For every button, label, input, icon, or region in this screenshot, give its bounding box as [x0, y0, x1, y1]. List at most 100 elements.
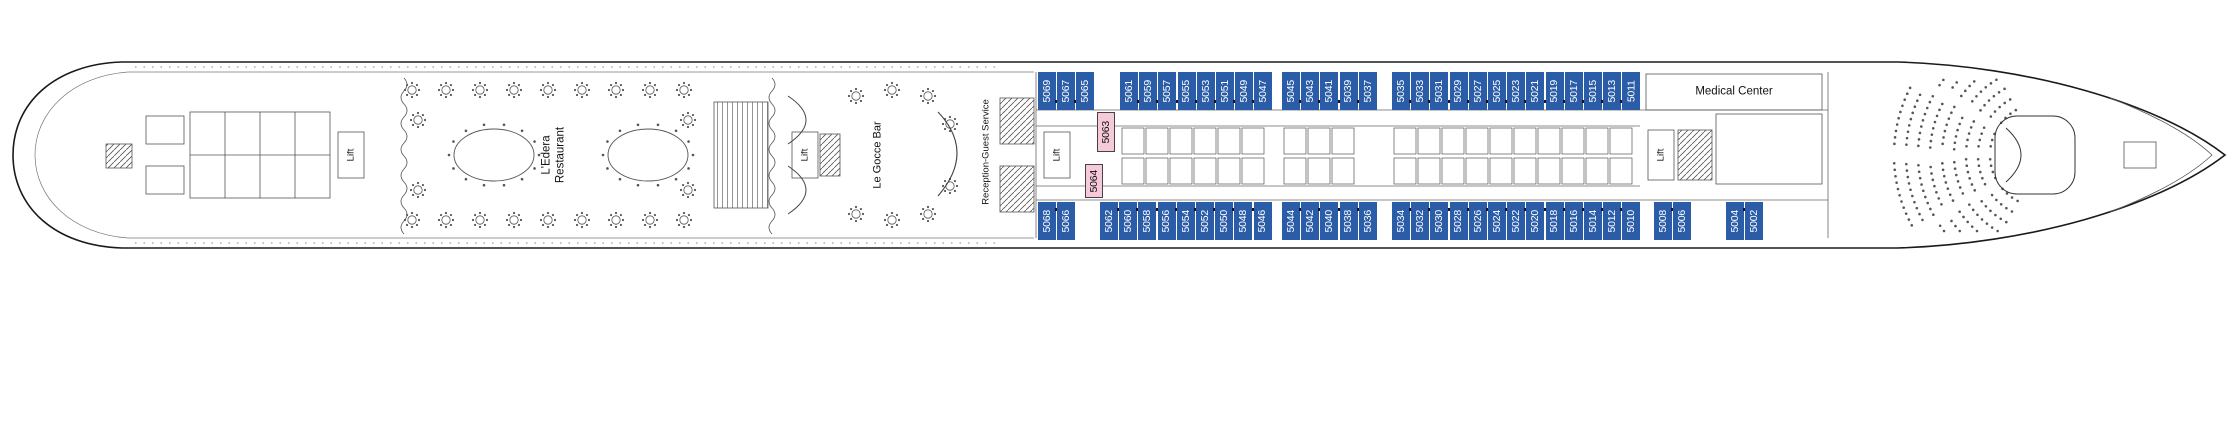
cabin-number: 5059	[1141, 79, 1154, 103]
cabin-number: 5023	[1509, 79, 1522, 103]
cabin-5058: 5058	[1138, 202, 1157, 240]
cabin-number: 5008	[1656, 209, 1669, 233]
cabin-number: 5050	[1217, 209, 1230, 233]
cabin-number: 5054	[1179, 209, 1192, 233]
berth-marker	[1299, 100, 1303, 103]
berth-marker	[1601, 100, 1605, 103]
bar-counters	[787, 95, 807, 215]
cabin-number: 5041	[1323, 79, 1336, 103]
cabin-number: 5060	[1121, 209, 1134, 233]
berth-marker	[1233, 100, 1237, 103]
berth-marker	[1409, 100, 1413, 103]
cabin-5050: 5050	[1215, 202, 1234, 240]
stern-rooms	[105, 111, 365, 199]
cabin-5018: 5018	[1545, 202, 1564, 240]
berth-marker	[1466, 100, 1470, 103]
cabin-number: 5055	[1180, 79, 1193, 103]
cabin-number: 5040	[1323, 209, 1336, 233]
cabin-5010: 5010	[1622, 202, 1641, 240]
berth-marker	[1447, 208, 1451, 211]
cabin-5019: 5019	[1545, 72, 1564, 110]
cabin-5021: 5021	[1526, 72, 1545, 110]
restaurant-curtain-walls	[400, 77, 776, 235]
cabin-5063: 5063	[1097, 112, 1115, 152]
cabin-5055: 5055	[1177, 72, 1196, 110]
cabin-5029: 5029	[1449, 72, 1468, 110]
midship-lift-shaft	[791, 131, 819, 179]
cabin-number: 5004	[1728, 209, 1741, 233]
cabin-number: 5015	[1586, 79, 1599, 103]
cabin-number: 5039	[1342, 79, 1355, 103]
cabin-number: 5032	[1413, 209, 1426, 233]
cabin-number: 5045	[1284, 79, 1297, 103]
cabin-5041: 5041	[1320, 72, 1339, 110]
cabin-5051: 5051	[1216, 72, 1234, 110]
berth-marker	[1543, 208, 1547, 211]
cabin-5012: 5012	[1603, 202, 1622, 240]
cabin-number: 5021	[1529, 79, 1542, 103]
berth-marker	[1524, 208, 1528, 211]
stern-stairs	[105, 143, 133, 169]
cabin-number: 5036	[1361, 209, 1374, 233]
berth-marker	[1486, 208, 1489, 211]
inside-cabin-cells	[1121, 127, 1633, 185]
berth-marker	[1582, 100, 1585, 103]
cabin-5043: 5043	[1301, 72, 1320, 110]
cabin-5044: 5044	[1282, 202, 1300, 240]
berth-marker	[1582, 208, 1585, 211]
cabin-5065: 5065	[1076, 72, 1095, 110]
berth-marker	[1409, 208, 1413, 211]
cabin-number: 5028	[1452, 209, 1465, 233]
berth-marker	[1524, 100, 1528, 103]
cabin-5068: 5068	[1038, 202, 1056, 240]
berth-marker	[1214, 100, 1217, 103]
cabin-5008: 5008	[1654, 202, 1672, 240]
cabin-number: 5037	[1361, 79, 1374, 103]
medical-center-room	[1645, 73, 1823, 111]
cabin-5032: 5032	[1411, 202, 1430, 240]
cabin-number: 5019	[1548, 79, 1561, 103]
cabin-number: 5047	[1257, 79, 1270, 103]
cabin-number: 5011	[1625, 80, 1638, 102]
cabin-5017: 5017	[1564, 72, 1583, 110]
restaurant-tables	[403, 81, 959, 229]
cabin-5064: 5064	[1085, 164, 1103, 198]
cabin-5023: 5023	[1507, 72, 1526, 110]
cabin-number: 5056	[1160, 209, 1173, 233]
cabin-5049: 5049	[1235, 72, 1254, 110]
cabin-5061: 5061	[1120, 72, 1138, 110]
medical-center-label: Medical Center	[1695, 85, 1773, 98]
theatre-stage	[1994, 115, 2076, 195]
berth-marker	[1318, 100, 1322, 103]
cabin-5052: 5052	[1196, 202, 1214, 240]
cabin-5036: 5036	[1358, 202, 1377, 240]
berth-marker	[1117, 208, 1121, 211]
berth-marker	[1175, 100, 1179, 103]
cabin-5030: 5030	[1430, 202, 1449, 240]
berth-marker	[1671, 208, 1675, 211]
cabin-number: 5024	[1490, 209, 1503, 233]
cabin-number: 5053	[1199, 79, 1212, 103]
midship-lift-stairs	[791, 131, 841, 179]
cabin-5004: 5004	[1726, 202, 1744, 240]
cabin-number: 5020	[1529, 209, 1542, 233]
berth-marker	[1620, 100, 1624, 103]
midship-lift-label: Lift	[799, 148, 811, 162]
cabin-number: 5026	[1471, 209, 1484, 233]
ship-hull	[12, 61, 2227, 249]
theatre-seating	[1892, 78, 2019, 233]
stern-inner-line	[34, 71, 129, 239]
berth-marker	[1505, 100, 1509, 103]
cabin-5015: 5015	[1584, 72, 1602, 110]
berth-marker	[1194, 100, 1198, 103]
cabin-5069: 5069	[1038, 72, 1056, 110]
cabin-number: 5017	[1567, 79, 1580, 103]
berth-marker	[1194, 208, 1197, 211]
cabin-area-lift-shaft	[1043, 131, 1071, 179]
cabin-5025: 5025	[1488, 72, 1506, 110]
cabin-area-lift-label: Lift	[1051, 148, 1063, 162]
cabin-5028: 5028	[1449, 202, 1468, 240]
cabin-5022: 5022	[1507, 202, 1526, 240]
cabin-number: 5031	[1433, 79, 1446, 103]
